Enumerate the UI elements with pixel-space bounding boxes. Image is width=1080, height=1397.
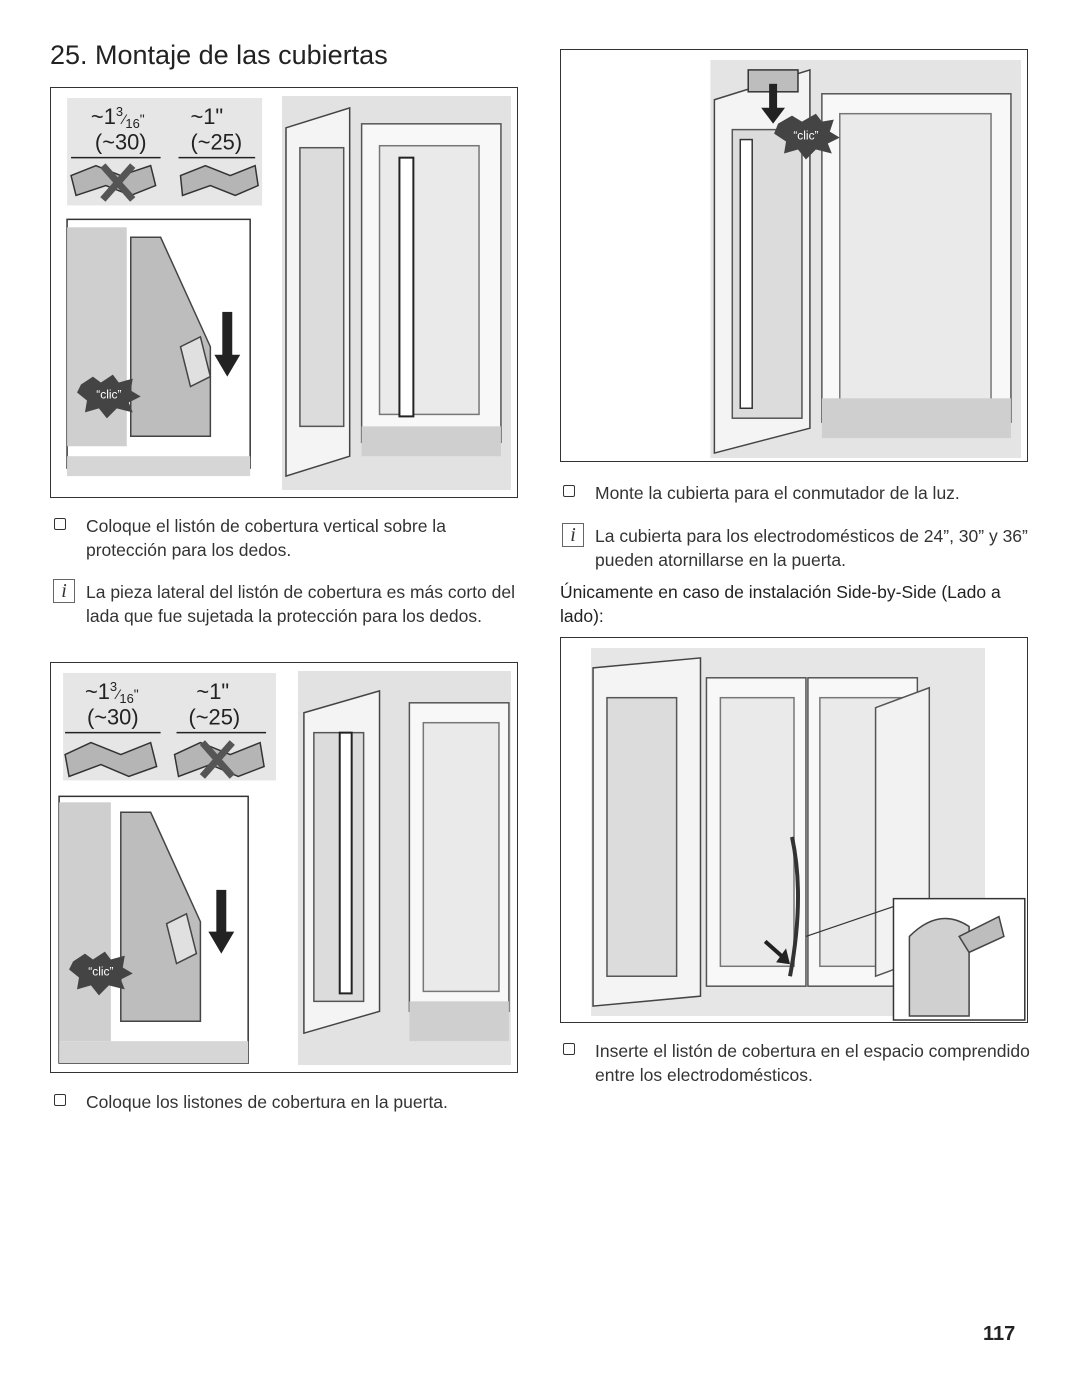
page-title: 25. Montaje de las cubiertas bbox=[50, 40, 388, 70]
figure-cover-strips-on-door: ~13⁄16" ~1" (~30) (~25) “clic” bbox=[50, 662, 518, 1073]
click-label: “clic” bbox=[88, 964, 113, 978]
checkbox-icon bbox=[563, 485, 575, 497]
figure-2-illustration: ~13⁄16" ~1" (~30) (~25) “clic” bbox=[58, 670, 511, 1066]
click-burst: “clic” bbox=[69, 951, 133, 996]
figure-1-illustration: ~13⁄16" ~1" (~30) (~25) “clic” bbox=[66, 95, 511, 491]
dim-left-mm: (~30) bbox=[95, 130, 147, 155]
section-heading: Únicamente en caso de instalación Side-b… bbox=[560, 582, 1001, 626]
checkbox-icon bbox=[54, 518, 66, 530]
info-note: i La cubierta para los electrodomésticos… bbox=[562, 523, 1033, 572]
click-burst: “clic” bbox=[774, 113, 840, 160]
figure-3-illustration: “clic” bbox=[561, 50, 1027, 461]
list-item: Monte la cubierta para el conmutador de … bbox=[563, 481, 1033, 505]
checkbox-icon bbox=[563, 1043, 575, 1055]
arrow-icon bbox=[763, 939, 791, 965]
click-label: “clic” bbox=[793, 129, 818, 143]
dim-right-mm: (~25) bbox=[190, 130, 242, 155]
dim-right-label: ~1" bbox=[190, 104, 223, 129]
info-note: i La pieza lateral del listón de cobertu… bbox=[53, 579, 518, 628]
figure-finger-guard-cover-strip: ~13⁄16" ~1" (~30) (~25) “clic” bbox=[50, 87, 518, 498]
figure-side-by-side-strip bbox=[560, 637, 1028, 1023]
x-mark-icon bbox=[199, 740, 235, 779]
dim-right-mm: (~25) bbox=[188, 705, 240, 730]
list-item: Inserte el listón de cobertura en el esp… bbox=[563, 1039, 1033, 1087]
list-item: Coloque el listón de cobertura vertical … bbox=[54, 514, 514, 562]
x-mark-icon bbox=[100, 163, 136, 202]
checkbox-icon bbox=[54, 1094, 66, 1106]
list-item: Coloque los listones de cobertura en la … bbox=[54, 1090, 514, 1114]
click-label: “clic” bbox=[96, 387, 121, 401]
dim-left-label: ~13⁄16" bbox=[85, 679, 139, 706]
info-icon: i bbox=[53, 579, 75, 603]
page-number: 117 bbox=[983, 1323, 1016, 1345]
dim-left-label: ~13⁄16" bbox=[91, 104, 145, 131]
figure-light-switch-cover: “clic” bbox=[560, 49, 1028, 462]
click-burst: “clic” bbox=[77, 374, 141, 419]
dim-left-mm: (~30) bbox=[87, 705, 139, 730]
down-arrow-icon bbox=[208, 889, 235, 954]
down-arrow-icon bbox=[761, 83, 786, 124]
info-icon: i bbox=[562, 523, 584, 547]
dim-right-label: ~1" bbox=[196, 679, 229, 704]
figure-4-illustration bbox=[561, 638, 1027, 1022]
down-arrow-icon bbox=[214, 311, 241, 377]
